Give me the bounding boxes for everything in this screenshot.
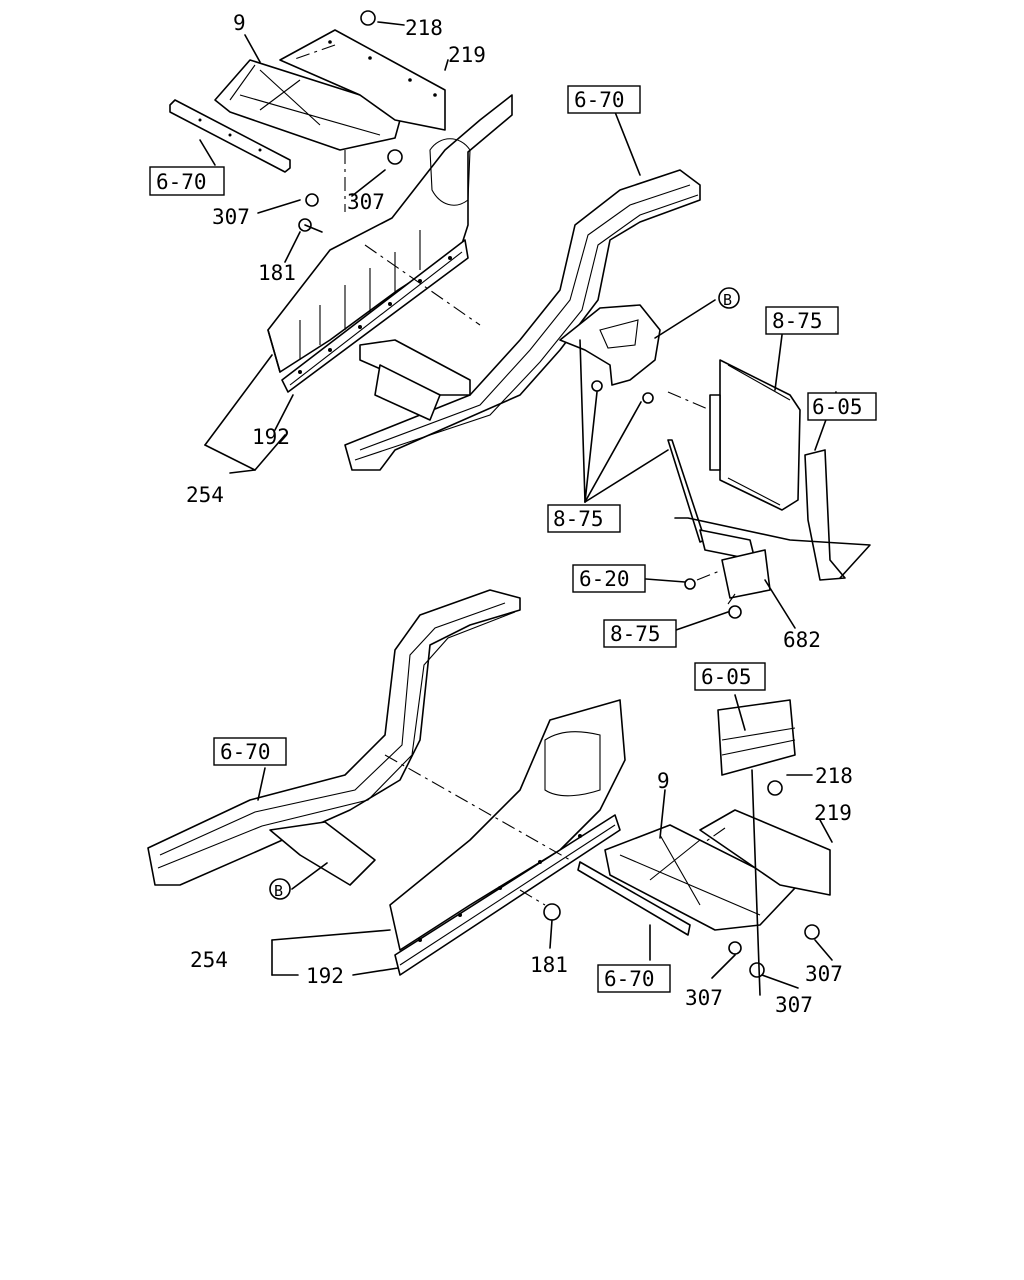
callout-307-d: 307: [805, 962, 843, 986]
callout-192-bottom: 192: [306, 964, 344, 988]
callout-8-75-a: 8-75: [772, 309, 823, 333]
ref-box-6-05-b: [694, 662, 766, 691]
callout-6-70-a: 6-70: [156, 170, 207, 194]
callout-9-top: 9: [233, 11, 246, 35]
callout-6-20: 6-20: [579, 567, 630, 591]
top-chassis-frame: [344, 169, 701, 471]
ref-box-8-75-b: [547, 504, 621, 533]
bottom-frame-rail-assembly: [389, 699, 831, 978]
callout-6-70-d: 6-70: [604, 967, 655, 991]
callout-219-bottom: 219: [814, 801, 852, 825]
ref-circle-b-top: [718, 287, 740, 309]
ref-box-8-75-a: [765, 306, 839, 335]
ref-box-8-75-c: [603, 619, 677, 648]
callout-218-bottom: 218: [815, 764, 853, 788]
callout-6-70-c: 6-70: [220, 740, 271, 764]
top-frame-rail-assembly: [169, 10, 513, 393]
ref-circle-b-bottom: [269, 878, 291, 900]
ref-box-6-70-d: [597, 964, 671, 993]
callout-b-bottom: B: [274, 882, 283, 900]
ref-box-6-20: [572, 564, 646, 593]
ref-box-6-05-a: [807, 392, 877, 421]
callout-307-a: 307: [212, 205, 250, 229]
mid-right-bracket-assembly: [559, 304, 871, 619]
callout-b-top: B: [723, 291, 732, 309]
ref-box-6-70-a: [149, 166, 225, 196]
callout-9-bottom: 9: [657, 769, 670, 793]
callout-219-top: 219: [448, 43, 486, 67]
callout-6-70-b: 6-70: [574, 88, 625, 112]
callout-307-e: 307: [775, 993, 813, 1017]
ref-box-6-70-b: [567, 85, 641, 114]
ref-box-6-70-c: [213, 737, 287, 766]
callout-6-05-b: 6-05: [701, 665, 752, 689]
callout-254-top: 254: [186, 483, 224, 507]
callout-218-top: 218: [405, 16, 443, 40]
callout-8-75-b: 8-75: [553, 507, 604, 531]
callout-307-b: 307: [347, 190, 385, 214]
bottom-chassis-frame: [147, 589, 521, 886]
callout-682: 682: [783, 628, 821, 652]
callout-254-bottom: 254: [190, 948, 228, 972]
callout-8-75-c: 8-75: [610, 622, 661, 646]
callout-192-top: 192: [252, 425, 290, 449]
callout-181-top: 181: [258, 261, 296, 285]
callout-307-c: 307: [685, 986, 723, 1010]
callout-6-05-a: 6-05: [812, 395, 863, 419]
callout-181-bottom: 181: [530, 953, 568, 977]
